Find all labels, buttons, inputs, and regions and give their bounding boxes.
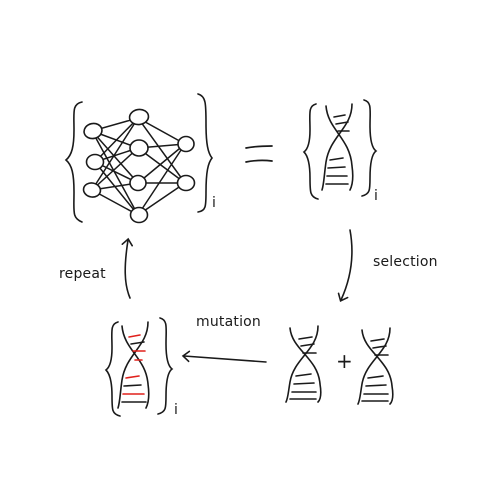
repeat-arrow: [121, 237, 133, 299]
input-node: [83, 122, 103, 140]
dna-index-subscript: i: [374, 188, 379, 204]
left-brace: [64, 101, 83, 223]
output-node: [176, 174, 196, 192]
plus-sign: +: [336, 349, 353, 373]
dna-helix-icon: [321, 103, 354, 191]
parent-dna-left: [285, 325, 322, 403]
right-bracket: [197, 93, 214, 213]
input-node: [82, 182, 102, 198]
parent-dna-right: [357, 327, 394, 405]
network-population: [64, 93, 214, 224]
dna-helix-icon: [285, 325, 322, 403]
mutated-population: [104, 317, 174, 417]
input-node: [85, 153, 105, 171]
hidden-node: [129, 206, 149, 224]
hidden-node: [129, 174, 147, 192]
mutation-label: mutation: [196, 314, 261, 330]
equals-sign: [245, 145, 273, 163]
left-brace: [302, 103, 319, 200]
right-bracket: [157, 317, 174, 415]
right-bracket: [361, 99, 378, 197]
hidden-node: [128, 108, 150, 126]
dna-helix-icon: [357, 327, 394, 405]
network-nodes: [82, 108, 196, 224]
output-node: [177, 135, 195, 153]
mutation-arrow: [181, 350, 267, 363]
mutated-index-subscript: i: [174, 402, 179, 418]
hidden-node: [129, 139, 149, 157]
dna-population: [302, 99, 378, 200]
network-connections: [91, 117, 186, 216]
network-index-subscript: i: [212, 195, 217, 211]
selection-label: selection: [373, 254, 438, 270]
repeat-label: repeat: [59, 266, 106, 282]
selection-arrow: [337, 229, 353, 303]
left-brace: [104, 321, 121, 417]
dna-helix-icon: [117, 321, 150, 409]
